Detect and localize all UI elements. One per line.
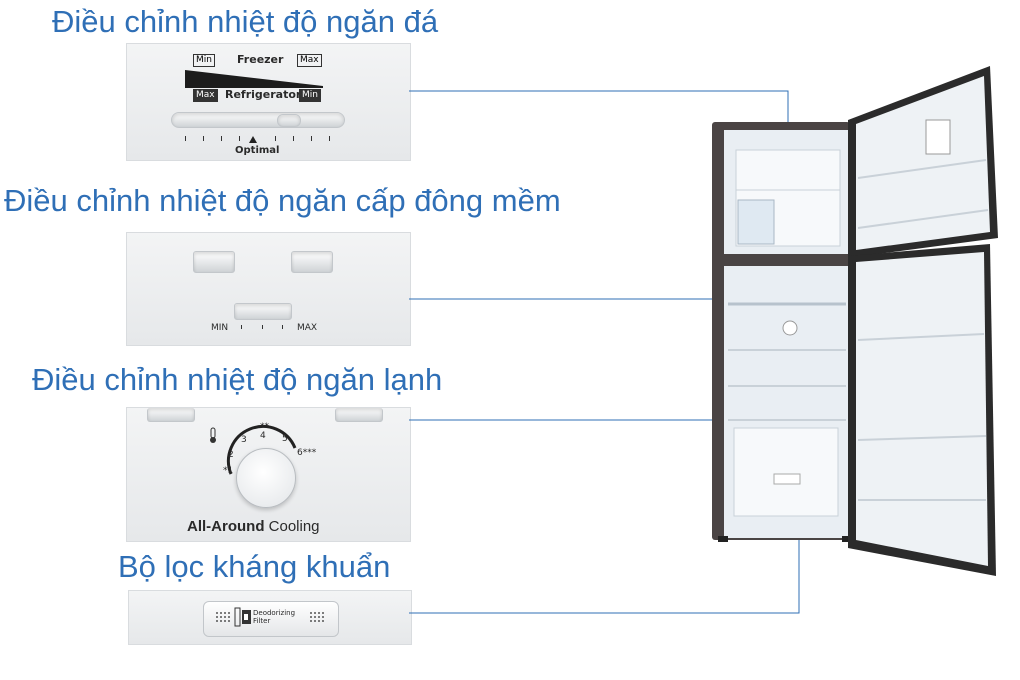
soft-freeze-control-panel: MIN MAX — [126, 232, 411, 346]
dial-number-5: 5 — [282, 434, 288, 444]
vent-dots-left-icon — [216, 607, 324, 627]
refrigerator-max-label: Max — [193, 89, 218, 102]
dial-number-4: **4 — [260, 422, 269, 441]
vent-right — [291, 251, 333, 273]
dial-number-3: 3 — [241, 435, 247, 445]
slider-tick — [275, 136, 276, 141]
slider-tick — [329, 136, 330, 141]
slider-tick — [239, 136, 240, 141]
slider-tick — [311, 136, 312, 141]
caption-soft-freeze-control: Điều chỉnh nhiệt độ ngăn cấp đông mềm — [4, 183, 561, 218]
freezer-min-label: Min — [193, 54, 215, 67]
caption-filter: Bộ lọc kháng khuẩn — [118, 549, 391, 584]
freezer-control-panel: Min Freezer Max Max Refrigerator Min Opt… — [126, 43, 411, 161]
freezer-slider-knob[interactable] — [277, 114, 301, 127]
optimal-label: Optimal — [235, 145, 280, 156]
thermometer-icon — [210, 427, 216, 443]
refrigerator-min-label: Min — [299, 89, 321, 102]
dial-number-2: 2 — [228, 450, 234, 460]
caption-fridge-control: Điều chỉnh nhiệt độ ngăn lạnh — [32, 362, 443, 397]
slider-tick — [282, 325, 283, 329]
soft-freeze-min-label: MIN — [211, 323, 229, 333]
soft-freeze-max-label: MAX — [297, 323, 318, 333]
vent-left — [147, 408, 195, 422]
dial-number-6: 6*** — [297, 448, 317, 458]
dial-number-1: *1 — [223, 466, 234, 476]
all-around-cooling-label: All-Around Cooling — [187, 518, 320, 535]
freezer-label: Freezer — [237, 53, 284, 66]
filter-label-line1: Deodorizing — [253, 609, 296, 617]
temperature-wedge-icon — [185, 70, 323, 88]
vent-left — [193, 251, 235, 273]
slider-tick — [221, 136, 222, 141]
slider-tick — [185, 136, 186, 141]
slider-tick — [293, 136, 294, 141]
slider-tick — [262, 325, 263, 329]
slider-tick — [241, 325, 242, 329]
refrigerator-label: Refrigerator — [225, 88, 302, 101]
vent-right — [335, 408, 383, 422]
filter-panel: Deodorizing Filter — [128, 590, 412, 645]
freezer-max-label: Max — [297, 54, 322, 67]
slider-tick — [203, 136, 204, 141]
optimal-arrow-icon — [249, 136, 257, 143]
filter-label-line2: Filter — [253, 617, 271, 625]
freezer-slider-track — [171, 112, 345, 128]
fridge-control-panel: *1 2 3 **4 5 6*** All-Around Cooling — [126, 407, 411, 542]
dial-arc — [226, 424, 297, 475]
soft-freeze-slider-knob[interactable] — [234, 303, 292, 320]
filter-cover — [203, 601, 339, 637]
fridge-dial-knob[interactable] — [236, 448, 296, 508]
caption-freezer-control: Điều chỉnh nhiệt độ ngăn đá — [52, 4, 439, 39]
